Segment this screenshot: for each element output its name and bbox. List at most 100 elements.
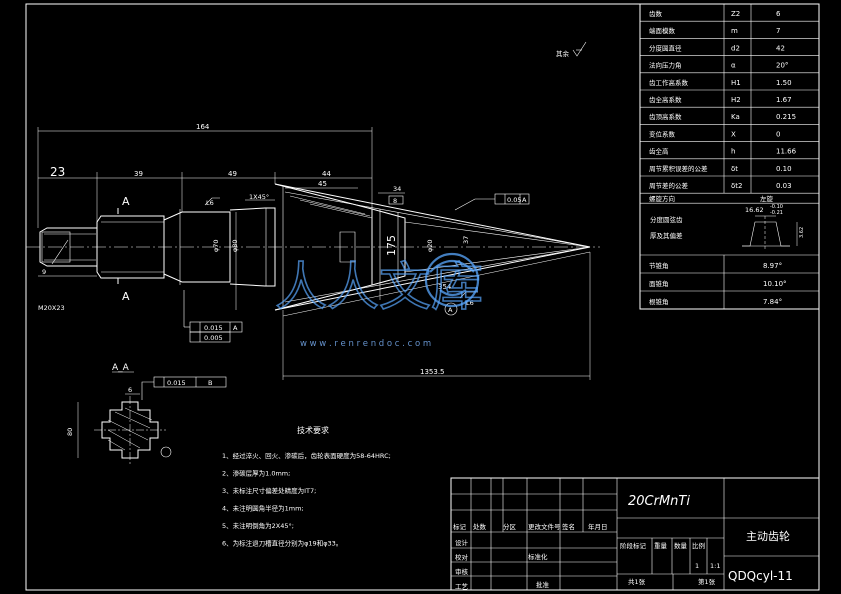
param-symbol: d2	[731, 44, 740, 52]
watermark-url: w w w . r e n r e n d o c . c o m	[300, 339, 431, 349]
param-row: 分度圆直径 d2 42	[649, 43, 785, 52]
tol-name-1: 分度圆弦齿	[650, 215, 683, 224]
dim-34: 34	[393, 185, 401, 193]
dim-175: 175	[385, 235, 398, 256]
tech-item: 2、渗碳层厚为1.0mm;	[222, 469, 290, 478]
tol-frame-4: 0.05	[507, 196, 521, 204]
part-name: 主动齿轮	[746, 529, 790, 543]
angle-value: 10.10°	[763, 280, 787, 288]
main-view	[26, 183, 600, 311]
tb-header: 签名	[562, 522, 575, 531]
shaft-segment-1	[96, 215, 165, 279]
tech-item: 4、未注明圆角半径为1mm;	[222, 504, 304, 513]
dim-49: 49	[228, 170, 237, 178]
section-mark-bottom: A	[122, 290, 130, 303]
param-symbol: Z2	[731, 10, 740, 18]
tol-frame-1: 0.015	[204, 324, 223, 332]
shaft-segment-2	[163, 211, 231, 283]
scale: 1:1	[710, 562, 720, 570]
datum-bubble: A	[448, 306, 453, 314]
tb-row-label: 设计	[455, 538, 469, 547]
param-value: 0	[776, 130, 780, 138]
angle-value: 7.84°	[763, 298, 782, 306]
tol-frame-3: 0.015	[167, 379, 186, 387]
tech-item: 5、未注明倒角为2X45°;	[222, 521, 294, 530]
drawing-code: QDQcyl-11	[728, 569, 793, 583]
tb-header: 分区	[503, 522, 517, 531]
param-symbol: α	[731, 62, 736, 70]
shaft-segment-3	[229, 207, 276, 287]
tol-top: 16.62	[745, 206, 764, 214]
tb-row-label: 审核	[455, 567, 469, 576]
param-name: 分度圆直径	[649, 43, 682, 52]
tol-upper: -0.10	[770, 204, 783, 210]
tol-frame-1-ref: A	[233, 324, 238, 332]
angle-name: 根锥角	[649, 297, 669, 306]
dim-23: 23	[50, 165, 65, 179]
dim-dia20: φ20	[426, 239, 434, 252]
param-value: 11.66	[776, 148, 797, 156]
dim-354: 354	[438, 283, 452, 291]
section-title: A_A	[112, 363, 130, 373]
param-symbol: Ka	[731, 113, 740, 121]
parameter-table	[639, 3, 820, 310]
tolerance-frames: 0.015 A 0.005 0.05 A A	[183, 193, 530, 343]
dim-45: 45	[318, 180, 327, 188]
param-name: 周节累积误差的公差	[649, 164, 708, 173]
tech-item: 6、为标注退刀槽直径分别为φ19和φ33。	[222, 539, 342, 548]
angle-name: 面锥角	[649, 279, 669, 288]
dim-thread: M20X23	[38, 304, 65, 312]
watermark: 人人文库 w w w . r e n r e n d o c . c o m	[274, 252, 484, 349]
tb-header: 年月日	[588, 522, 608, 531]
tech-item: 3、未标注尺寸偏差处精度为IT7;	[222, 486, 316, 495]
tol-frame-4-ref: A	[522, 196, 527, 204]
param-symbol: δt2	[731, 182, 742, 190]
param-name: 周节差的公差	[649, 181, 689, 190]
param-name: 齿全高系数	[649, 95, 682, 104]
tb-header: 标记	[453, 522, 467, 531]
tb-stage: 比例	[692, 541, 705, 550]
param-value: 6	[776, 10, 781, 18]
param-value: 7	[776, 27, 780, 35]
tech-title: 技术要求	[297, 425, 329, 435]
svg-text:3.62: 3.62	[799, 227, 805, 238]
rotation-name: 螺旋方向	[649, 194, 675, 203]
tb-row-label: 工艺	[455, 583, 469, 591]
param-name: 齿顶高系数	[649, 112, 682, 121]
sheet-count: 共1张	[628, 577, 646, 586]
rotation-value: 左旋	[760, 194, 774, 203]
param-symbol: H2	[731, 96, 741, 104]
dimensions: 164 23 39 49 44 45 34 8 1X45° L6 L6 φ70 …	[37, 123, 591, 380]
material: 20CrMnTi	[628, 494, 690, 509]
dim-dia80: φ80	[231, 239, 239, 252]
tb-stage: 数量	[674, 541, 688, 550]
section-view: A_A 0.015 B 6 80	[66, 363, 227, 464]
spline-section	[101, 401, 159, 459]
param-name: 法向压力角	[649, 61, 682, 70]
dim-dia70: φ70	[212, 239, 220, 252]
param-name: 齿全高	[649, 147, 669, 156]
section-mark-top: A	[122, 195, 130, 208]
tol-name-2: 厚及其偏差	[650, 231, 683, 240]
tb-header: 更改文件号	[528, 522, 561, 531]
param-name: 变位系数	[649, 129, 676, 138]
dim-164: 164	[196, 123, 210, 131]
param-symbol: m	[731, 27, 738, 35]
dim-chamfer: 1X45°	[249, 193, 269, 201]
tolerance-cell: 分度圆弦齿 厚及其偏差 16.62 -0.10 -0.21 3.62	[650, 204, 805, 250]
tech-item: 1、经过淬火、回火、渗碳后，齿轮表面硬度为58-64HRC;	[222, 451, 391, 460]
param-value: 42	[776, 44, 785, 52]
param-symbol: δt	[731, 165, 738, 173]
dim-39: 39	[134, 170, 143, 178]
tol-frame-3-ref: B	[208, 379, 212, 387]
